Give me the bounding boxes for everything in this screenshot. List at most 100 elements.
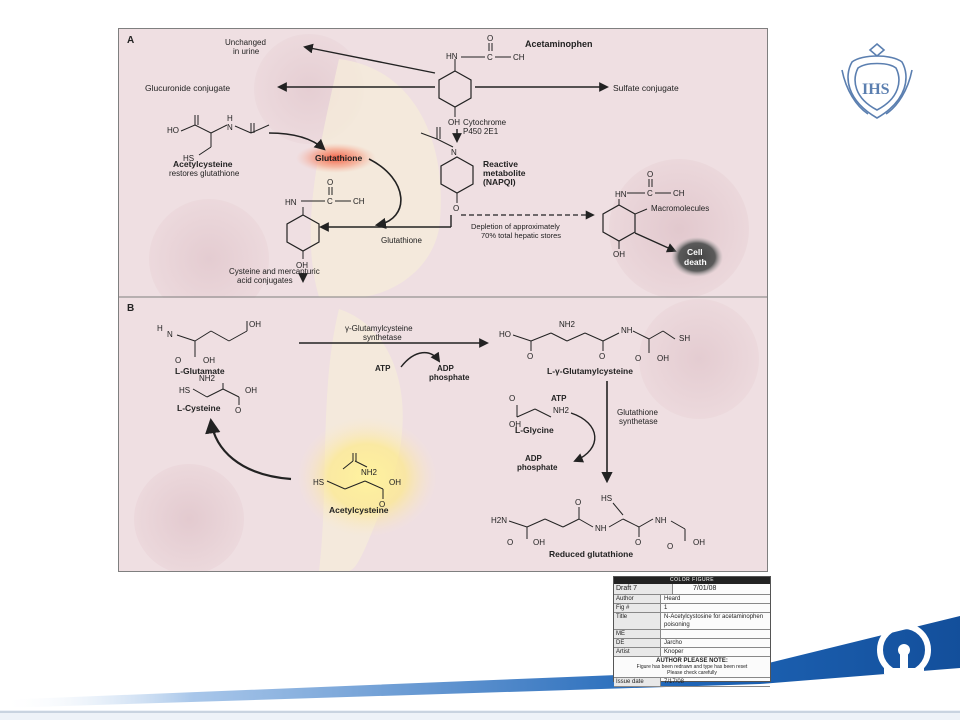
gsh-nh1: NH <box>595 524 607 533</box>
adp1-label-2: phosphate <box>429 373 470 382</box>
card-row-artist: Artist Knoper <box>614 648 770 657</box>
gg-sh: SH <box>679 334 690 343</box>
color-figure-card: COLOR FIGURE Draft 7 7/01/08 Author Hear… <box>613 576 771 687</box>
gamma-enzyme-2: synthetase <box>363 333 402 342</box>
adduct-structure: HN C O CH OH <box>602 170 685 259</box>
conj-oh: OH <box>296 261 308 270</box>
gsh-o3: O <box>667 542 673 551</box>
card-draft-label: Draft 7 <box>614 584 673 594</box>
card-issue-label: Issue date <box>614 678 661 686</box>
depletion-label-1: Depletion of approximately <box>471 222 560 231</box>
sulfate-label: Sulfate conjugate <box>613 83 679 93</box>
cell-death-2: death <box>684 257 707 267</box>
cys-nh2: NH2 <box>199 374 216 383</box>
cysteine-structure: NH2 HS OH O <box>179 374 257 415</box>
ac-a-n: N <box>227 123 233 132</box>
acetaminophen-o: O <box>487 34 493 43</box>
panel-b: B H N OH O OH L-Glutamate <box>119 298 767 571</box>
acetylcysteine-a-label: Acetylcysteine <box>173 159 233 169</box>
glutathione-label: Glutathione <box>381 236 422 245</box>
conj-hn: HN <box>285 198 297 207</box>
gamma-enzyme-1: γ-Glutamylcysteine <box>345 324 413 333</box>
adduct-o: O <box>647 170 653 179</box>
gly-oh: OH <box>509 420 521 429</box>
glycine-structure: O OH NH2 <box>509 394 570 429</box>
gsh-synthetase-2: synthetase <box>619 417 658 426</box>
card-row-key: DE <box>614 639 661 647</box>
glutathione-glow <box>296 143 376 173</box>
card-note: AUTHOR PLEASE NOTE: Figure has been redr… <box>614 657 770 678</box>
card-row-value: N-Acetylcystosine for acetaminophen pois… <box>664 614 764 628</box>
acb-nh2: NH2 <box>361 468 378 477</box>
cysteine-conj-2: acid conjugates <box>237 276 293 285</box>
pathway-figure: A HN C O CH OH Acetaminophen <box>118 28 768 572</box>
gg-nh2: NH2 <box>559 320 576 329</box>
reduced-gsh-label: Reduced glutathione <box>549 549 633 559</box>
glu-h: H <box>157 324 163 333</box>
gg-o2: O <box>599 352 605 361</box>
cys-oh: OH <box>245 386 257 395</box>
card-row-value <box>661 630 770 638</box>
gg-o3: O <box>635 354 641 363</box>
ac-a-hs: HS <box>183 154 194 163</box>
card-header: COLOR FIGURE <box>614 577 770 584</box>
macromolecules-label: Macromolecules <box>651 204 709 213</box>
acetaminophen-label: Acetaminophen <box>525 39 593 49</box>
card-row-de: DE Jarcho <box>614 639 770 648</box>
card-row-issue: Issue date 7/17/08 <box>614 678 770 687</box>
card-draft-row: Draft 7 7/01/08 <box>614 584 770 595</box>
gsh-oh2: OH <box>533 538 545 547</box>
gg-ho: HO <box>499 330 511 339</box>
gsh-synthetase-1: Glutathione <box>617 408 658 417</box>
footer-swoosh <box>0 616 960 720</box>
card-row-fig: Fig # 1 <box>614 604 770 613</box>
atp2-label: ATP <box>551 394 567 403</box>
acetaminophen-oh: OH <box>448 118 460 127</box>
glycine-label: L-Glycine <box>515 425 554 435</box>
acb-oh: OH <box>389 478 401 487</box>
glu-oh2: OH <box>203 356 215 365</box>
acetaminophen-c: C <box>487 53 493 62</box>
atp1-label: ATP <box>375 364 391 373</box>
card-row-author: Author Heard <box>614 595 770 604</box>
cell-death-node <box>671 237 723 277</box>
cysteine-conj-1: Cysteine and mercapturic <box>229 267 320 276</box>
reactive-label-2: metabolite <box>483 168 526 178</box>
acb-hs: HS <box>313 478 324 487</box>
gamma-glutamylcysteine-structure: NH2 HO O O NH SH <box>499 320 690 363</box>
card-row-key: Fig # <box>614 604 661 612</box>
reduced-glutathione-structure: HS H2N O NH O NH <box>491 494 705 551</box>
gsh-o1: O <box>575 498 581 507</box>
restores-label: restores glutathione <box>169 169 240 178</box>
unchanged-label-2: in urine <box>233 47 260 56</box>
gsh-oh1: OH <box>693 538 705 547</box>
gsh-nh2: NH <box>655 516 667 525</box>
cys-o: O <box>235 406 241 415</box>
acetaminophen-hn: HN <box>446 52 458 61</box>
institute-logo-icon <box>877 623 931 694</box>
adp2-label-1: ADP <box>525 454 543 463</box>
acetylcysteine-glow <box>297 417 437 537</box>
card-row-me: ME <box>614 630 770 639</box>
university-crest-icon: IHS <box>841 42 913 119</box>
glutamate-label: L-Glutamate <box>175 366 225 376</box>
panel-a-letter: A <box>127 35 134 46</box>
cysteine-label: L-Cysteine <box>177 403 221 413</box>
glu-o: O <box>175 356 181 365</box>
gsh-conjugate-structure: HN C O CH OH <box>285 178 365 270</box>
gsh-o4: O <box>507 538 513 547</box>
reactive-label-1: Reactive <box>483 159 518 169</box>
adp1-label-1: ADP <box>437 364 455 373</box>
adp2-label-2: phosphate <box>517 463 558 472</box>
cell-death-1: Cell <box>687 247 703 257</box>
napqi-n: N <box>451 148 457 157</box>
acetaminophen-ch3: CH <box>513 53 525 62</box>
napqi-o: O <box>453 204 459 213</box>
card-note-line-1: Figure has been redrawn and type has bee… <box>636 664 748 670</box>
card-row-value: Jarcho <box>664 640 683 646</box>
card-row-key: Title <box>614 613 661 629</box>
panel-a: A HN C O CH OH Acetaminophen <box>119 29 767 319</box>
acetylcysteine-structure-a: HO H N HS <box>167 114 270 163</box>
gsh-hs: HS <box>601 494 612 503</box>
adduct-c: C <box>647 189 653 198</box>
